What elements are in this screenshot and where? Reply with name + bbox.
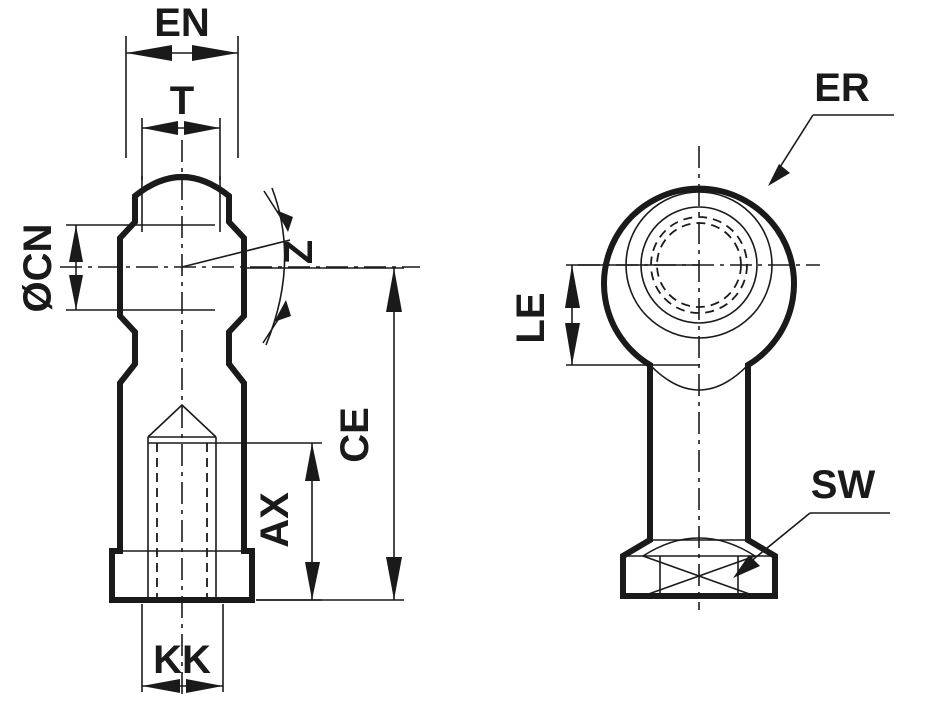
le-arrow-bottom <box>565 323 580 365</box>
tapped-hole-cone-tip <box>147 403 217 438</box>
front-view-group: ER LE SW <box>509 66 894 610</box>
le-label: LE <box>509 292 553 343</box>
en-arrow-right <box>192 45 238 61</box>
t-arrow-left <box>142 121 178 135</box>
ce-label: CE <box>333 407 377 463</box>
sw-label: SW <box>811 463 876 507</box>
sw-leader-slanted <box>749 512 811 563</box>
hex-chamfer-arc <box>642 537 756 557</box>
side-view-group: EN T ØCN Z CE AX <box>16 1 420 700</box>
t-arrow-right <box>184 121 220 135</box>
bearing-bore-hidden-circle-inner <box>656 222 742 308</box>
ce-arrow-bottom <box>386 557 402 600</box>
kk-arrow-right <box>186 679 223 693</box>
z-angle-arc <box>265 187 286 346</box>
er-arrow <box>768 164 790 186</box>
en-arrow-left <box>126 45 172 61</box>
hex-cross-line-b <box>642 555 756 597</box>
cn-label: ØCN <box>16 224 60 313</box>
z-label: Z <box>277 240 321 264</box>
en-label: EN <box>154 1 210 45</box>
kk-arrow-left <box>142 679 180 693</box>
z-arrow-lower <box>274 300 291 322</box>
kk-label: KK <box>153 638 211 682</box>
sw-arrow <box>733 555 760 578</box>
front-view-shank-blend-arc <box>649 364 749 391</box>
er-leader-slanted <box>774 114 814 176</box>
ax-label: AX <box>253 492 297 548</box>
ce-arrow-top <box>386 268 402 312</box>
le-arrow-top <box>565 265 580 308</box>
side-view-eye-chamfer-right-top <box>228 221 245 239</box>
z-swivel-axis-line <box>181 239 291 268</box>
z-arrow-upper <box>276 210 293 232</box>
ax-arrow-top <box>305 443 320 481</box>
ax-arrow-bottom <box>305 562 320 600</box>
front-view-body-outline <box>601 185 797 599</box>
cn-arrow-top <box>69 225 83 262</box>
cn-arrow-bottom <box>69 275 83 310</box>
er-label: ER <box>814 66 870 110</box>
t-label: T <box>170 79 194 123</box>
